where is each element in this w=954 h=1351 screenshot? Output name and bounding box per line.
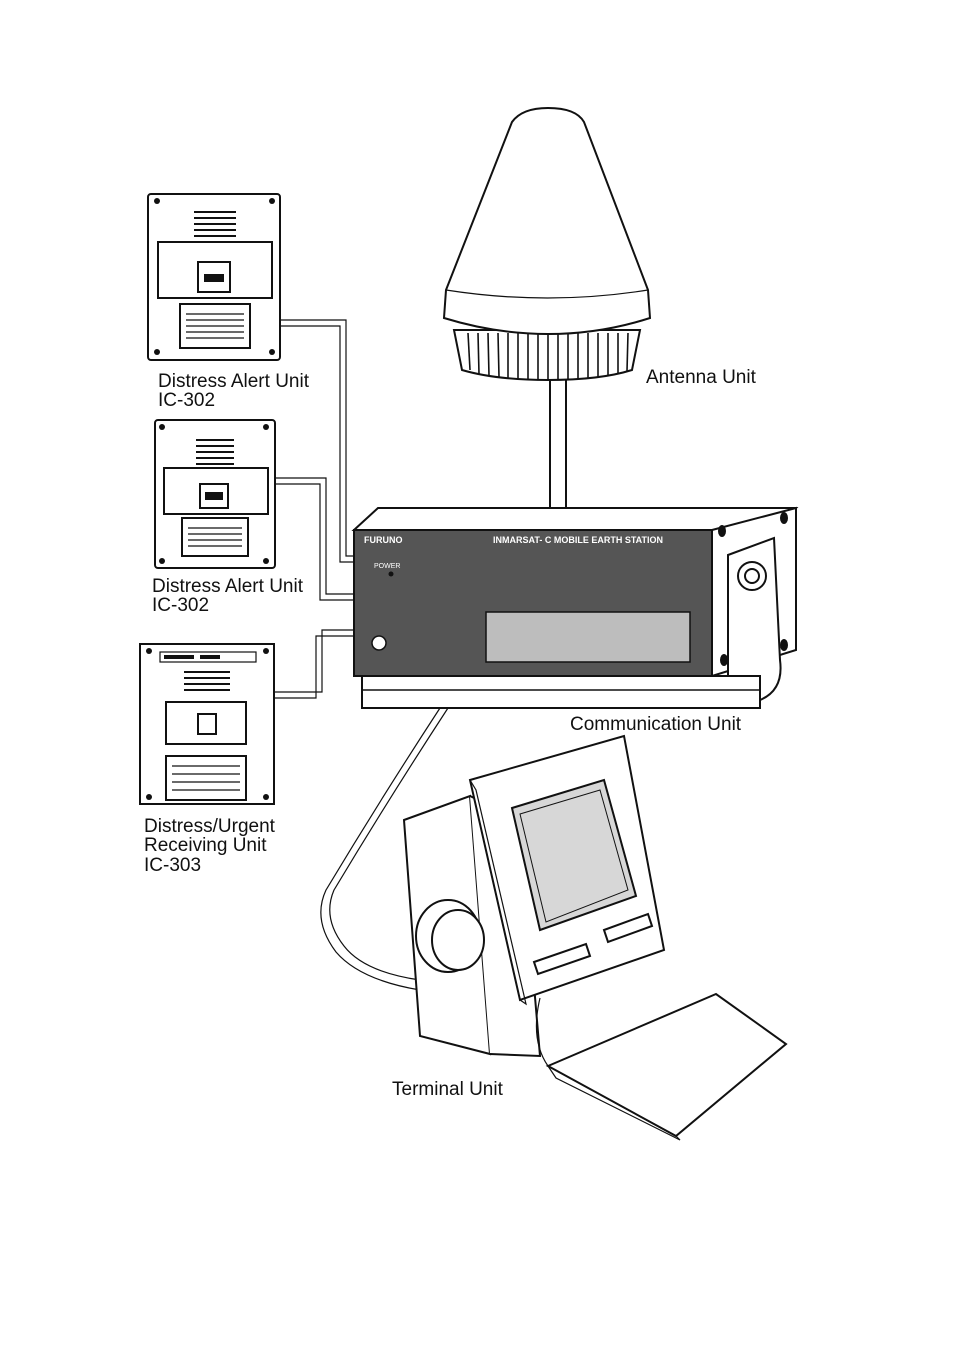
distress-alert-unit-1-model: IC-302 — [158, 390, 215, 411]
panel-title-text: INMARSAT- C MOBILE EARTH STATION — [493, 535, 663, 545]
distress-alert-unit-1 — [147, 193, 281, 361]
antenna-unit — [442, 106, 652, 511]
receiving-unit-model: IC-303 — [144, 855, 201, 876]
distress-alert-unit-2-label: Distress Alert Unit — [152, 576, 304, 597]
power-button[interactable] — [371, 635, 387, 651]
distress-alert-unit-1-label: Distress Alert Unit — [158, 371, 310, 392]
display-window — [485, 611, 691, 663]
distress-alert-unit-2 — [154, 419, 276, 569]
interconnect-cables — [274, 319, 449, 991]
terminal-unit-label: Terminal Unit — [392, 1079, 504, 1100]
furuno-brand-text: FURUNO — [364, 535, 403, 545]
receiving-unit — [139, 643, 275, 805]
power-label: POWER — [374, 563, 400, 570]
terminal-unit — [402, 734, 788, 1141]
communication-unit-label: Communication Unit — [570, 714, 742, 735]
receiving-unit-label-line1: Distress/Urgent — [144, 816, 276, 837]
communication-unit: FURUNO INMARSAT- C MOBILE EARTH STATION … — [351, 506, 799, 709]
distress-alert-unit-2-model: IC-302 — [152, 595, 209, 616]
power-indicator — [388, 571, 394, 577]
terminal-screen — [510, 778, 638, 932]
antenna-unit-label: Antenna Unit — [646, 367, 757, 388]
receiving-unit-label-line2: Receiving Unit — [144, 835, 267, 856]
terminal-keyboard — [545, 992, 788, 1138]
